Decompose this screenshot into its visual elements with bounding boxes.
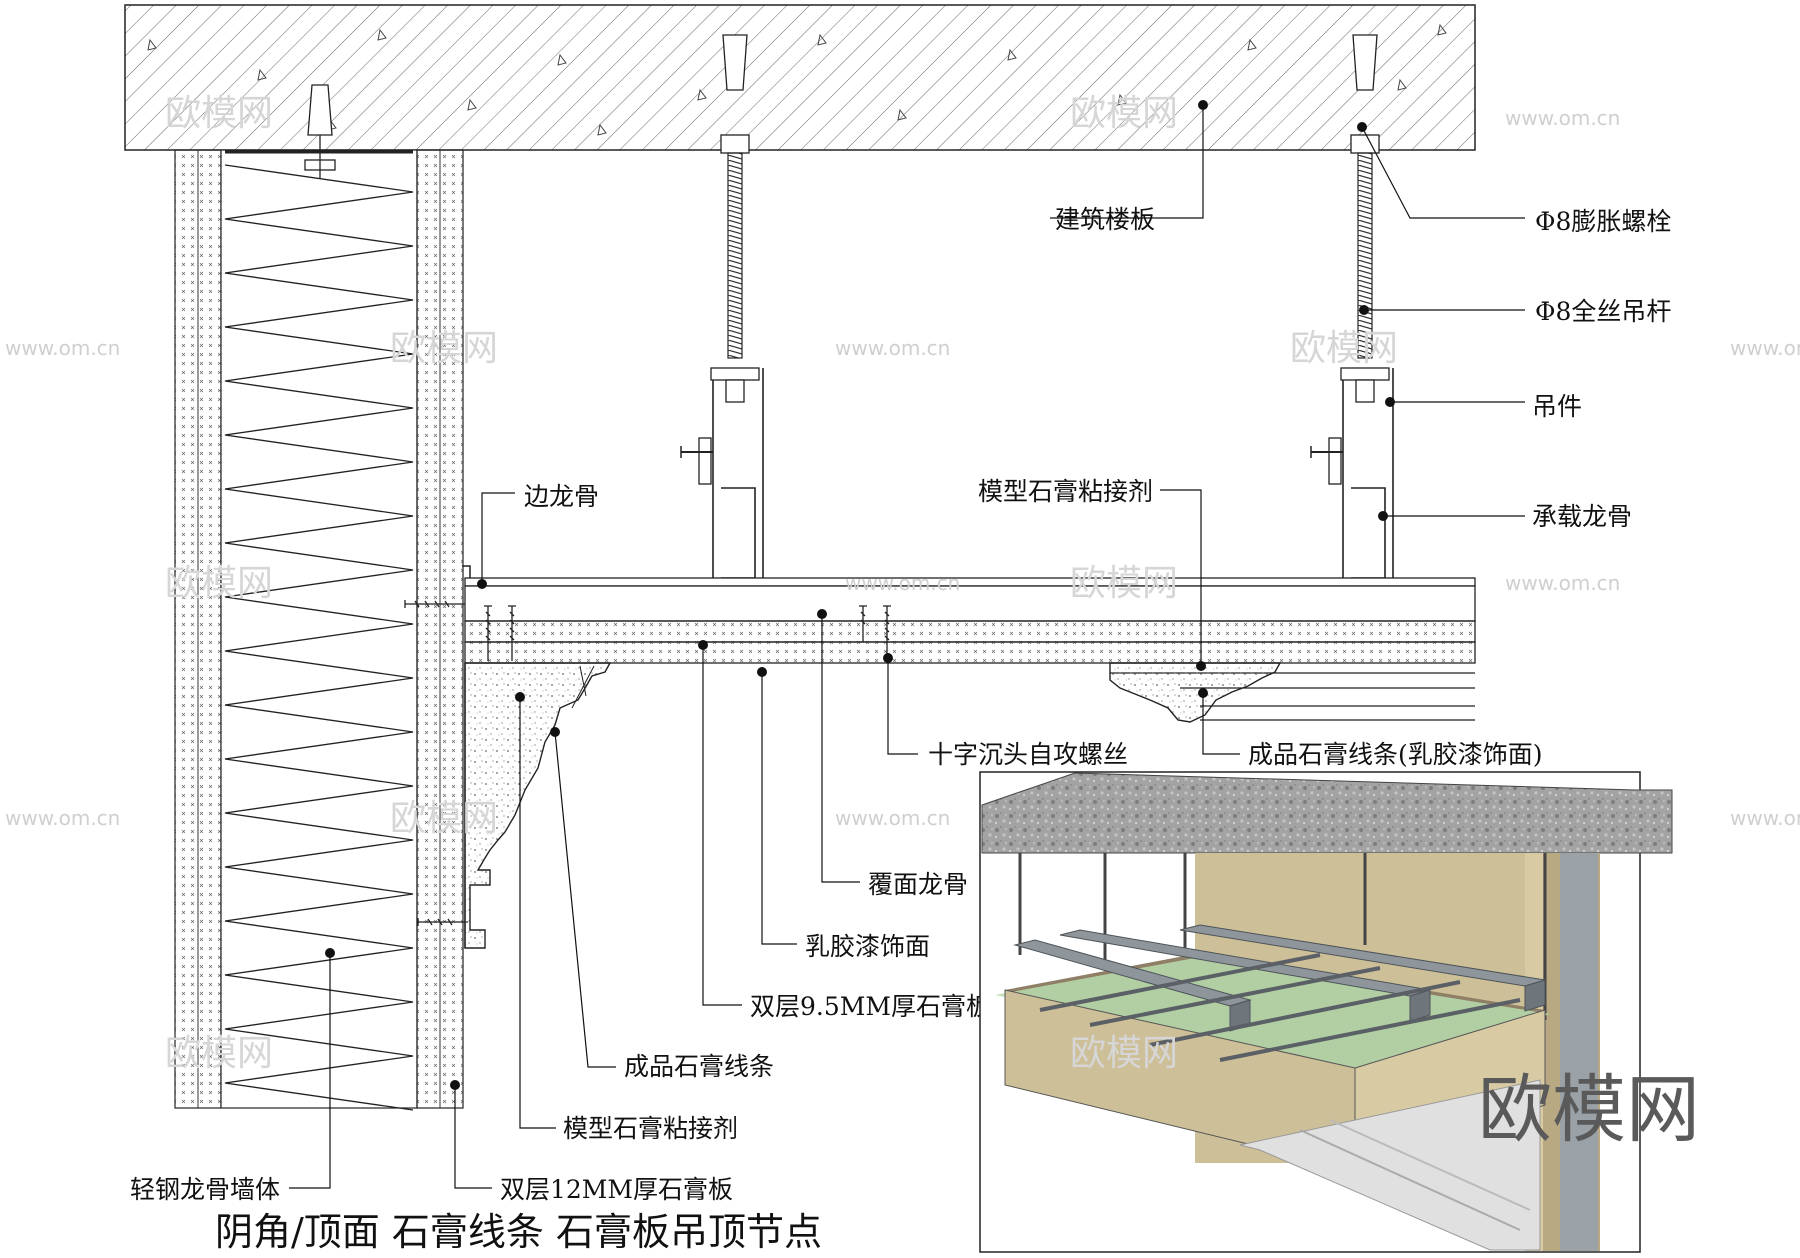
svg-text:欧模网: 欧模网 xyxy=(390,798,498,839)
leader-dot xyxy=(515,692,525,702)
label-furring-channel: 覆面龙骨 xyxy=(868,870,968,899)
leader-line xyxy=(554,731,616,1068)
leader-dot xyxy=(1198,100,1208,110)
leader-lines xyxy=(289,105,1525,1189)
leader-line xyxy=(1202,693,1240,755)
leader-dot xyxy=(477,579,487,589)
leader-line xyxy=(887,658,918,755)
leader-dot xyxy=(817,609,827,619)
main-channel xyxy=(721,487,756,579)
leader-line xyxy=(1361,126,1525,219)
main-channel xyxy=(1351,487,1386,579)
leader-dot xyxy=(1378,511,1388,521)
leader-dot xyxy=(1198,688,1208,698)
svg-text:欧模网: 欧模网 xyxy=(1070,93,1178,134)
leader-line xyxy=(821,614,860,883)
floor-slab xyxy=(124,4,1476,151)
label-hanger: 吊件 xyxy=(1532,392,1582,421)
label-board-12: 双层12MM厚石膏板 xyxy=(500,1175,733,1204)
leader-dot xyxy=(883,653,893,663)
threaded-rod xyxy=(727,152,743,359)
svg-text:www.om.cn: www.om.cn xyxy=(835,806,950,830)
leader-line xyxy=(481,492,515,584)
label-board-9-5: 双层9.5MM厚石膏板 xyxy=(750,992,991,1021)
svg-text:欧模网: 欧模网 xyxy=(390,328,498,369)
svg-text:www.om.cn: www.om.cn xyxy=(1730,336,1800,360)
leader-dot xyxy=(757,667,767,677)
watermarks: www.om.cn www.om.cn www.om.cn www.om.cn … xyxy=(5,93,1800,1074)
svg-text:www.om.cn: www.om.cn xyxy=(5,806,120,830)
svg-text:欧模网: 欧模网 xyxy=(1290,328,1398,369)
label-floor-slab: 建筑楼板 xyxy=(1055,205,1155,234)
svg-text:www.om.cn: www.om.cn xyxy=(1505,106,1620,130)
stud-wall xyxy=(174,149,464,1111)
leader-line xyxy=(1050,105,1204,219)
leader-dot xyxy=(450,1080,460,1090)
svg-text:www.om.cn: www.om.cn xyxy=(835,336,950,360)
svg-text:www.om.cn: www.om.cn xyxy=(1505,571,1620,595)
leader-line xyxy=(519,697,556,1129)
leader-line xyxy=(1160,489,1202,666)
leader-dots xyxy=(325,100,1395,1090)
label-cornice-finish: 成品石膏线条(乳胶漆饰面) xyxy=(1248,740,1543,769)
wall-top-anchor xyxy=(304,84,336,178)
svg-text:欧模网: 欧模网 xyxy=(1070,1033,1178,1074)
leader-dot xyxy=(1196,661,1206,671)
label-latex-finish: 乳胶漆饰面 xyxy=(805,932,930,961)
leader-line xyxy=(761,672,797,945)
leader-dot xyxy=(325,948,335,958)
label-edge-channel: 边龙骨 xyxy=(524,482,599,511)
leader-dot xyxy=(698,640,708,650)
leader-dot xyxy=(1385,397,1395,407)
leader-dot xyxy=(550,727,560,737)
svg-text:www.om.cn: www.om.cn xyxy=(845,571,960,595)
label-adhesive-bottom: 模型石膏粘接剂 xyxy=(563,1114,738,1143)
label-main-channel: 承载龙骨 xyxy=(1532,502,1632,531)
cornice-right xyxy=(1109,662,1282,723)
label-adhesive-top: 模型石膏粘接剂 xyxy=(978,477,1153,506)
isometric-inset: 欧模网 xyxy=(979,771,1700,1253)
screws xyxy=(404,600,891,926)
label-stud-wall: 轻钢龙骨墙体 xyxy=(130,1175,280,1204)
svg-text:欧模网: 欧模网 xyxy=(165,1033,273,1074)
svg-text:www.om.cn: www.om.cn xyxy=(1730,806,1800,830)
leader-line xyxy=(454,1085,492,1189)
leader-dot xyxy=(1359,305,1369,315)
ceiling-assembly xyxy=(462,565,1476,721)
brand-logo: 欧模网 xyxy=(1478,1067,1700,1153)
label-expansion-bolt: Φ8膨胀螺栓 xyxy=(1535,207,1671,236)
svg-text:欧模网: 欧模网 xyxy=(1070,563,1178,604)
expansion-bolt xyxy=(722,34,748,91)
leader-line xyxy=(289,953,331,1189)
label-threaded-rod: Φ8全丝吊杆 xyxy=(1535,297,1671,326)
cornice-left xyxy=(464,662,612,949)
leader-line xyxy=(702,645,742,1006)
svg-text:www.om.cn: www.om.cn xyxy=(5,336,120,360)
label-cornice: 成品石膏线条 xyxy=(624,1052,774,1081)
svg-text:欧模网: 欧模网 xyxy=(165,563,273,604)
label-screw: 十字沉头自攻螺丝 xyxy=(928,740,1128,769)
leader-dot xyxy=(1357,122,1367,132)
expansion-bolt xyxy=(1352,34,1378,91)
page-title: 阴角/顶面 石膏线条 石膏板吊顶节点 xyxy=(215,1210,822,1254)
svg-text:欧模网: 欧模网 xyxy=(165,93,273,134)
